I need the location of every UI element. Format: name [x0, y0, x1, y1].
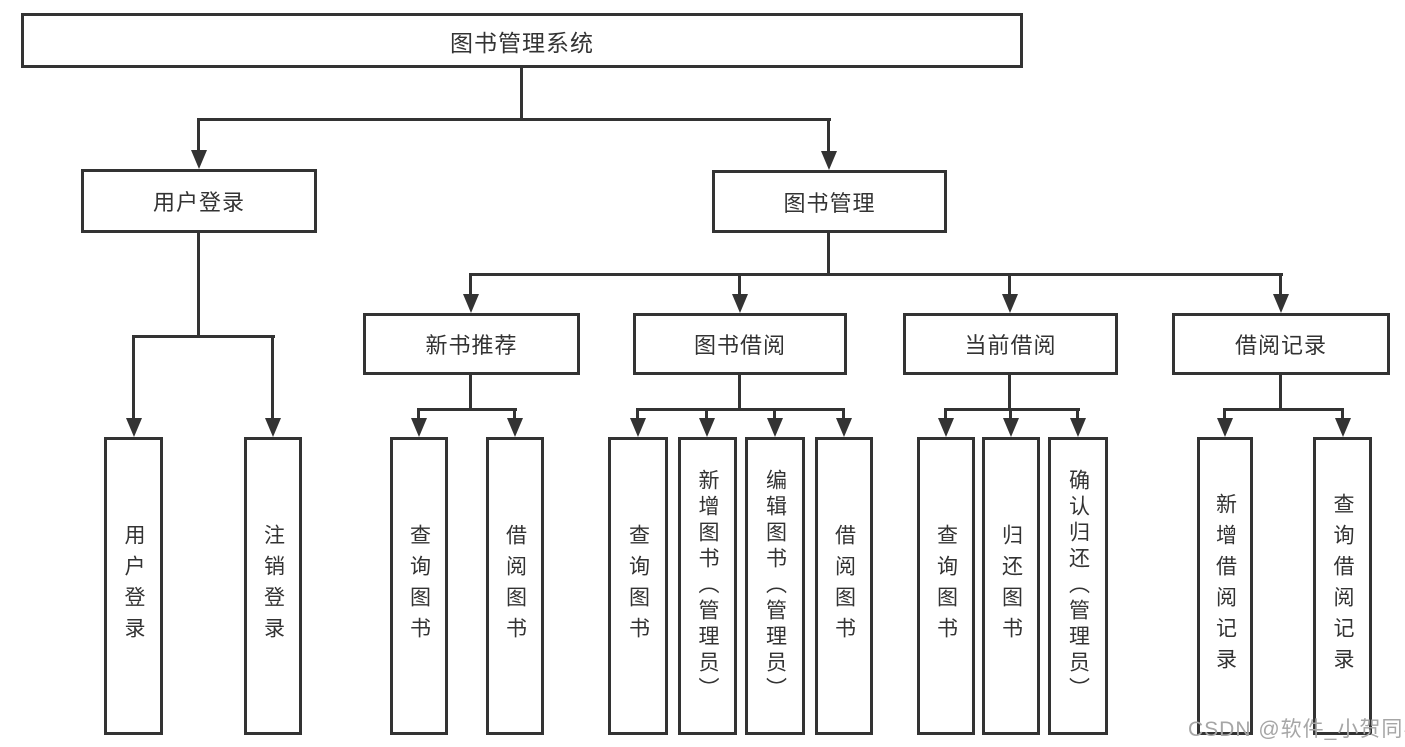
node-user-login: 用户登录: [81, 169, 317, 233]
connector-book-mgmt-stem: [827, 233, 830, 275]
node-leaf-bb-borrow-label: 借阅图书: [832, 524, 856, 648]
connector-book-borrow-drop: [738, 273, 741, 295]
arrow-to-book-mgmt-icon: [821, 151, 837, 170]
connector-user-login-bar: [132, 335, 275, 338]
node-leaf-cb-query: 查询图书: [917, 437, 975, 735]
arrow-to-new-book-icon: [463, 294, 479, 313]
connector-user-login-stem: [197, 233, 200, 337]
connector-cb-confirm-drop: [1076, 408, 1079, 420]
node-current-borrow: 当前借阅: [903, 313, 1118, 375]
connector-user-login-drop: [197, 118, 200, 151]
connector-book-borrow-bar: [636, 408, 845, 411]
node-root: 图书管理系统: [21, 13, 1023, 68]
arrow-to-leaf-logout-icon: [265, 418, 281, 437]
arrow-to-user-login-icon: [191, 150, 207, 169]
node-leaf-br-add: 新增借阅记录: [1197, 437, 1253, 735]
connector-current-borrow-bar: [944, 408, 1080, 411]
arrow-to-bb-query-icon: [630, 418, 646, 437]
node-leaf-nb-query-label: 查询图书: [407, 524, 431, 648]
node-new-book-label: 新书推荐: [425, 333, 518, 358]
node-leaf-cb-return-label: 归还图书: [999, 524, 1023, 648]
connector-leaf-logout-drop: [271, 335, 274, 419]
connector-cb-query-drop: [944, 408, 947, 420]
node-leaf-nb-query: 查询图书: [390, 437, 448, 735]
node-leaf-bb-edit: 编辑图书（管理员）: [745, 437, 805, 735]
node-user-login-label: 用户登录: [152, 190, 245, 215]
arrow-to-br-add-icon: [1217, 418, 1233, 437]
connector-br-query-drop: [1341, 408, 1344, 420]
node-book-mgmt-label: 图书管理: [783, 190, 876, 216]
connector-bb-edit-drop: [773, 408, 776, 420]
arrow-to-nb-query-icon: [411, 418, 427, 437]
node-leaf-login: 用户登录: [104, 437, 163, 735]
arrow-to-borrow-record-icon: [1273, 294, 1289, 313]
connector-bb-add-drop: [705, 408, 708, 420]
node-leaf-logout-label: 注销登录: [261, 524, 285, 648]
arrow-to-cb-confirm-icon: [1070, 418, 1086, 437]
arrow-to-nb-borrow-icon: [507, 418, 523, 437]
node-leaf-logout: 注销登录: [244, 437, 302, 735]
connector-nb-borrow-drop: [513, 408, 516, 420]
node-new-book: 新书推荐: [363, 313, 580, 375]
node-leaf-cb-confirm-label: 确认归还（管理员）: [1066, 469, 1090, 703]
node-book-mgmt: 图书管理: [712, 170, 947, 233]
arrow-to-book-borrow-icon: [732, 294, 748, 313]
node-leaf-br-query-label: 查询借阅记录: [1331, 493, 1354, 679]
csdn-watermark: CSDN @软件_小贺同学: [1188, 718, 1405, 741]
node-current-borrow-label: 当前借阅: [964, 333, 1057, 358]
node-leaf-bb-edit-label: 编辑图书（管理员）: [763, 469, 787, 703]
node-leaf-br-add-label: 新增借阅记录: [1213, 493, 1237, 679]
node-leaf-br-query: 查询借阅记录: [1313, 437, 1372, 735]
arrow-to-cb-query-icon: [938, 418, 954, 437]
arrow-to-cb-return-icon: [1003, 418, 1019, 437]
node-leaf-cb-query-label: 查询图书: [934, 524, 958, 648]
arrow-to-bb-edit-icon: [767, 418, 783, 437]
node-leaf-bb-add: 新增图书（管理员）: [678, 437, 737, 735]
node-leaf-bb-borrow: 借阅图书: [815, 437, 873, 735]
node-leaf-cb-confirm: 确认归还（管理员）: [1048, 437, 1108, 735]
node-borrow-record: 借阅记录: [1172, 313, 1390, 375]
node-leaf-cb-return: 归还图书: [982, 437, 1040, 735]
connector-root-stem: [520, 68, 523, 120]
node-leaf-bb-query-label: 查询图书: [626, 524, 650, 648]
node-book-borrow: 图书借阅: [633, 313, 847, 375]
connector-bb-borrow-drop: [842, 408, 845, 420]
arrow-to-bb-borrow-icon: [836, 418, 852, 437]
node-leaf-nb-borrow-label: 借阅图书: [503, 524, 527, 648]
node-leaf-nb-borrow: 借阅图书: [486, 437, 544, 735]
connector-level3-bar: [469, 273, 1283, 276]
connector-book-mgmt-drop: [827, 118, 830, 152]
connector-level2-bar: [197, 118, 831, 121]
connector-new-book-drop: [469, 273, 472, 295]
connector-borrow-record-stem: [1279, 375, 1282, 410]
connector-borrow-record-drop: [1279, 273, 1282, 295]
node-book-borrow-label: 图书借阅: [693, 333, 786, 358]
connector-new-book-stem: [469, 375, 472, 410]
arrow-to-leaf-login-icon: [126, 418, 142, 437]
connector-cb-return-drop: [1009, 408, 1012, 420]
node-root-label: 图书管理系统: [450, 29, 594, 56]
connector-br-add-drop: [1223, 408, 1226, 420]
connector-bb-query-drop: [636, 408, 639, 420]
node-leaf-bb-query: 查询图书: [608, 437, 668, 735]
node-borrow-record-label: 借阅记录: [1234, 333, 1327, 358]
connector-current-borrow-drop: [1008, 273, 1011, 295]
connector-nb-query-drop: [417, 408, 420, 420]
arrow-to-bb-add-icon: [699, 418, 715, 437]
connector-current-borrow-stem: [1008, 375, 1011, 410]
arrow-to-current-borrow-icon: [1002, 294, 1018, 313]
node-leaf-bb-add-label: 新增图书（管理员）: [696, 469, 719, 703]
connector-leaf-login-drop: [132, 335, 135, 419]
connector-new-book-bar: [417, 408, 517, 411]
arrow-to-br-query-icon: [1335, 418, 1351, 437]
connector-borrow-record-bar: [1223, 408, 1344, 411]
connector-book-borrow-stem: [738, 375, 741, 410]
node-leaf-login-label: 用户登录: [122, 524, 145, 648]
